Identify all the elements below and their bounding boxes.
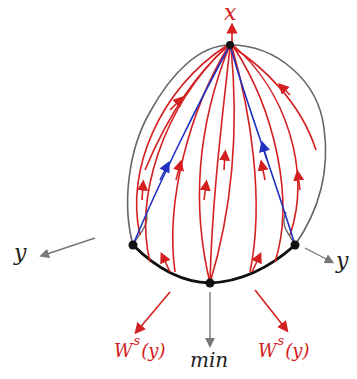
maximum-label: x <box>224 2 236 24</box>
manifold-superscript: s <box>134 334 141 347</box>
manifold-superscript: s <box>278 334 285 347</box>
minimum-label: min <box>190 350 228 370</box>
saddle-label: y <box>336 250 348 272</box>
saddle-label: y <box>14 242 26 264</box>
manifold-argument: (y) <box>285 342 309 360</box>
manifold-letter: W <box>114 342 133 360</box>
manifold-letter: W <box>258 342 277 360</box>
manifold-argument: (y) <box>141 342 165 360</box>
